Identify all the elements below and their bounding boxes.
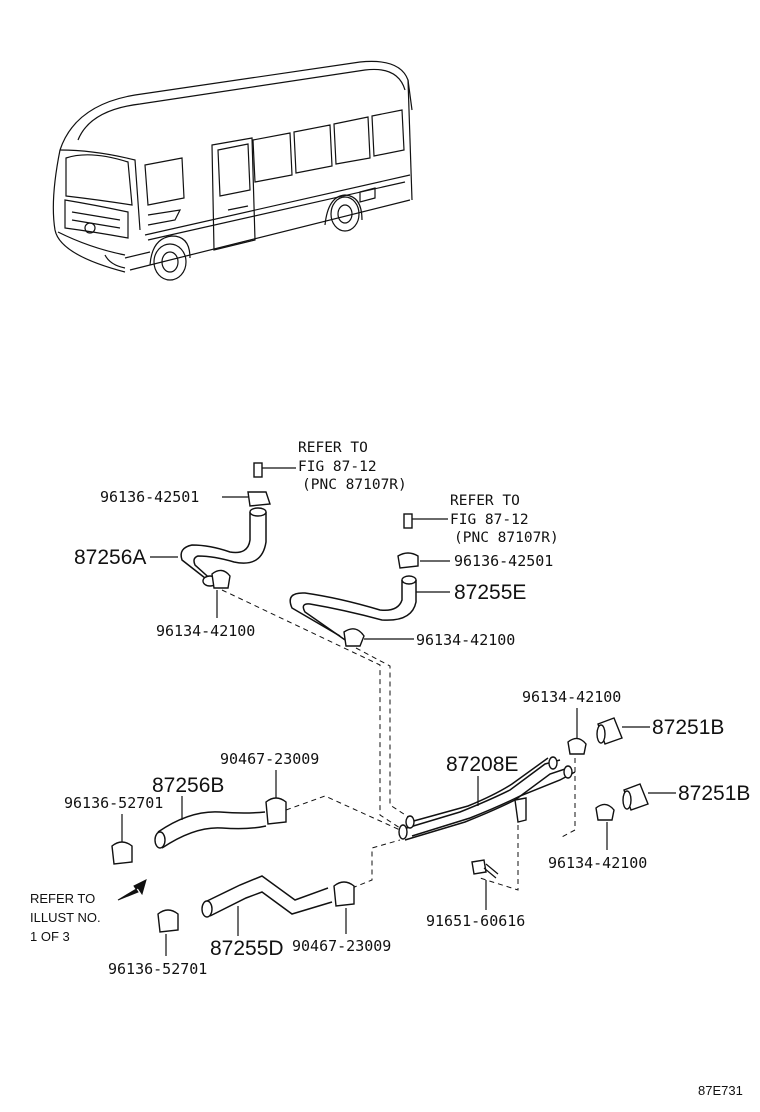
clamp-96136-42501-mid (397, 552, 450, 569)
pipe-stub-mid (403, 513, 448, 529)
hose-87256A (150, 507, 267, 587)
label-96136-52701-top: 96136-52701 (64, 794, 163, 812)
clamp-96134-42100-left (211, 569, 231, 618)
pipe-87208E (398, 756, 576, 841)
refer-top-line2: FIG 87-12 (298, 459, 377, 475)
refer-illust-line3: 1 OF 3 (30, 929, 70, 944)
clamp-96134-42100-right-bottom (595, 803, 615, 850)
dashed-guides-right (479, 758, 576, 891)
refer-top-line1: REFER TO (298, 440, 368, 456)
pipe-stub-top (253, 462, 296, 478)
refer-mid-line3: (PNC 87107R) (454, 530, 559, 546)
label-90467-23009-bottom: 90467-23009 (292, 937, 391, 955)
label-91651-60616: 91651-60616 (426, 912, 525, 930)
label-87255E: 87255E (454, 581, 526, 604)
label-96136-42501-mid: 96136-42501 (454, 552, 553, 570)
label-90467-23009-top: 90467-23009 (220, 750, 319, 768)
refer-illust-line2: ILLUST NO. (30, 910, 101, 925)
hose-87251B-top (596, 717, 650, 745)
figure-code: 87E731 (698, 1083, 743, 1098)
clamp-90467-23009-top (265, 797, 287, 825)
hose-87255E (289, 575, 450, 643)
clamp-96136-52701-bottom (157, 909, 179, 956)
clamp-90467-23009-bottom (333, 881, 355, 934)
dashed-guides-top (221, 589, 411, 829)
hose-87251B-bottom (622, 783, 676, 811)
bus-illustration (52, 60, 413, 281)
label-87251B-top: 87251B (652, 716, 724, 739)
clamp-96134-42100-right-top (567, 737, 587, 755)
bolt-91651-60616 (471, 859, 499, 910)
refer-mid-line2: FIG 87-12 (450, 512, 529, 528)
label-87251B-bottom: 87251B (678, 782, 750, 805)
label-96136-42501-top: 96136-42501 (100, 488, 199, 506)
hose-87255D (201, 875, 333, 936)
refer-top-line3: (PNC 87107R) (302, 477, 407, 493)
label-87208E: 87208E (446, 753, 518, 776)
label-96134-42100-right-bottom: 96134-42100 (548, 854, 647, 872)
arrow-icon (117, 879, 147, 901)
label-96134-42100-mid: 96134-42100 (416, 631, 515, 649)
label-96136-52701-bottom: 96136-52701 (108, 960, 207, 978)
refer-mid-line1: REFER TO (450, 493, 520, 509)
label-87256B: 87256B (152, 774, 224, 797)
label-96134-42100-left: 96134-42100 (156, 622, 255, 640)
label-96134-42100-right-top: 96134-42100 (522, 688, 621, 706)
clamp-96134-42100-mid (343, 628, 414, 647)
label-87256A: 87256A (74, 546, 146, 569)
refer-illust-line1: REFER TO (30, 891, 95, 906)
hose-87256B (154, 811, 267, 849)
label-87255D: 87255D (210, 937, 284, 960)
clamp-96136-42501-top (222, 491, 271, 507)
dashed-guides-lower (285, 795, 401, 889)
clamp-96136-52701-top (111, 841, 133, 865)
